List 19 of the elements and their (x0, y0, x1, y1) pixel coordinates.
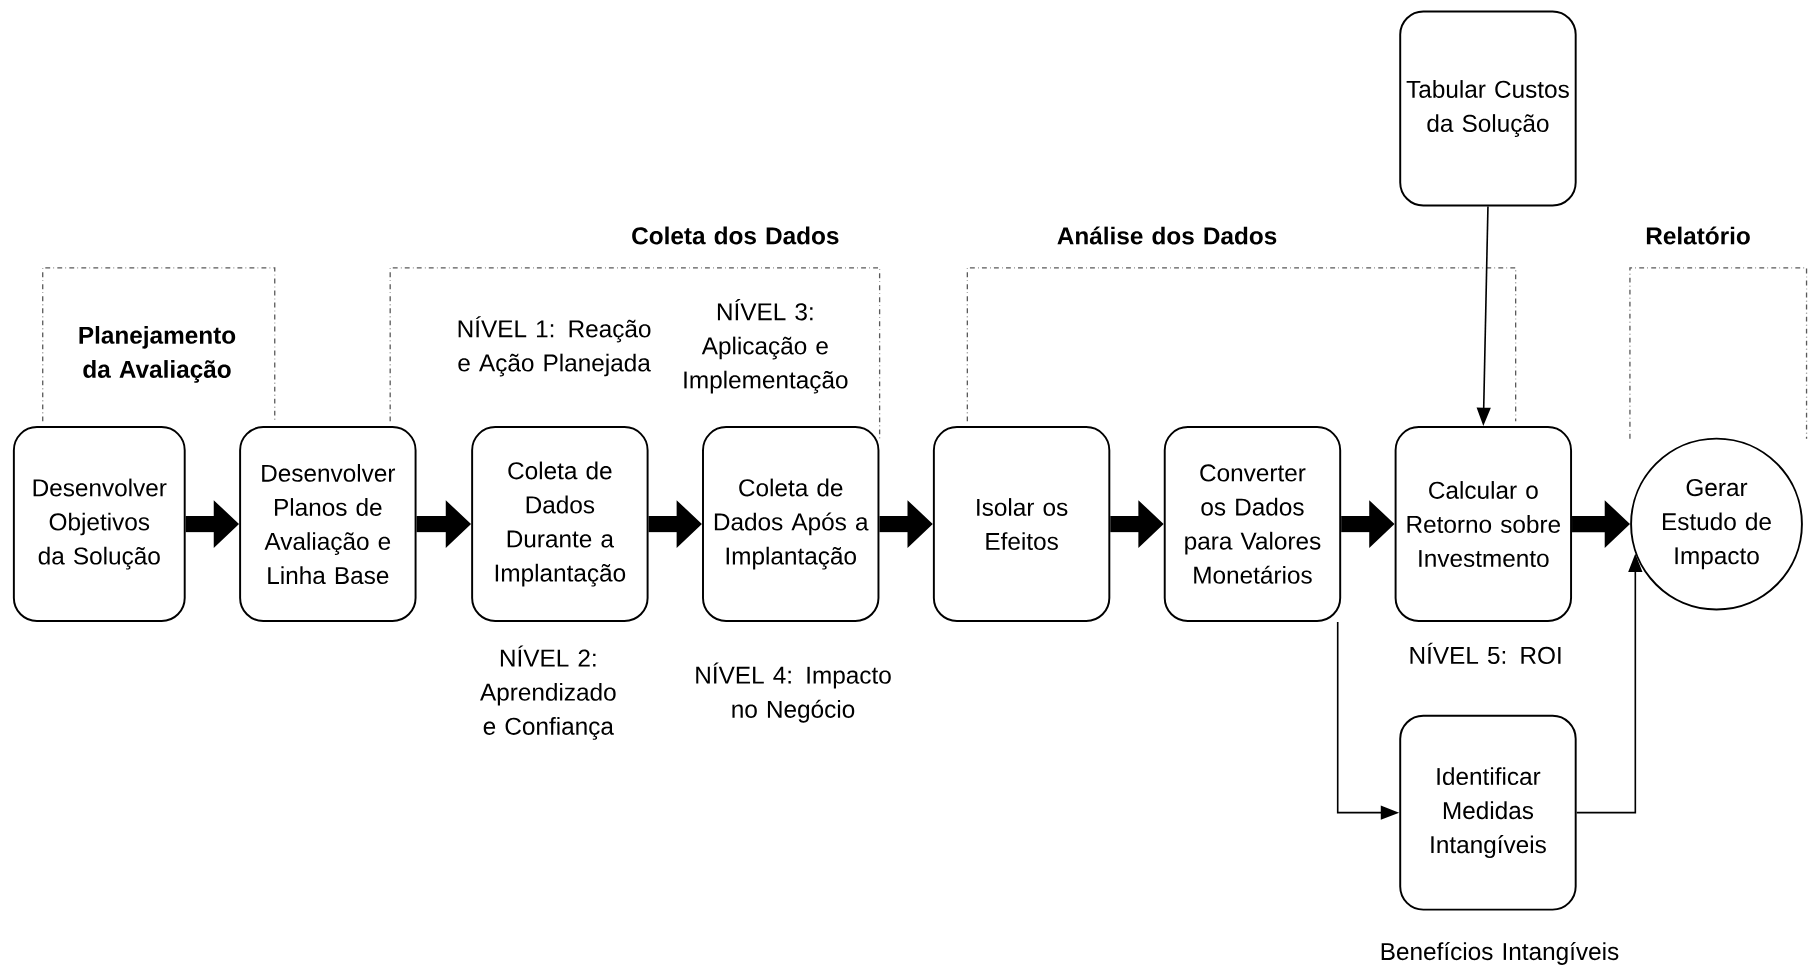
level-caption: Benefícios Intangíveis (1381, 942, 1619, 966)
phase-heading: Análise dos Dados (1057, 226, 1277, 245)
process-box: Desenvolver Planos de Avaliação e Linha Base (239, 426, 417, 623)
process-box: Identificar Medidas Intangíveis (1399, 714, 1577, 911)
phase-heading: Relatório (1646, 226, 1750, 245)
level-caption: NÍVEL 5: ROI (1410, 642, 1561, 665)
phase-heading: Coleta dos Dados (632, 226, 839, 245)
level-caption: NÍVEL 2: Aprendizado e Confiança (480, 645, 616, 741)
level-caption: NÍVEL 4: Impacto no Negócio (696, 662, 891, 723)
process-box: Desenvolver Objetivos da Solução (12, 426, 186, 623)
process-box: Tabular Custos da Solução (1399, 10, 1577, 207)
phase-heading: Planejamento da Avaliação (79, 326, 236, 383)
process-box: Coleta de Dados Durante a Implantação (471, 426, 649, 623)
process-box: Converter os Dados para Valores Monetários (1163, 426, 1342, 623)
level-caption: NÍVEL 3: Aplicação e Implementação (684, 299, 848, 394)
process-box: Coleta de Dados Após a Implantação (702, 426, 880, 623)
level-caption: NÍVEL 1: Reação e Ação Planejada (458, 316, 651, 377)
process-box: Isolar os Efeitos (932, 426, 1111, 623)
process-box: Calcular o Retorno sobre Investmento (1394, 426, 1573, 623)
